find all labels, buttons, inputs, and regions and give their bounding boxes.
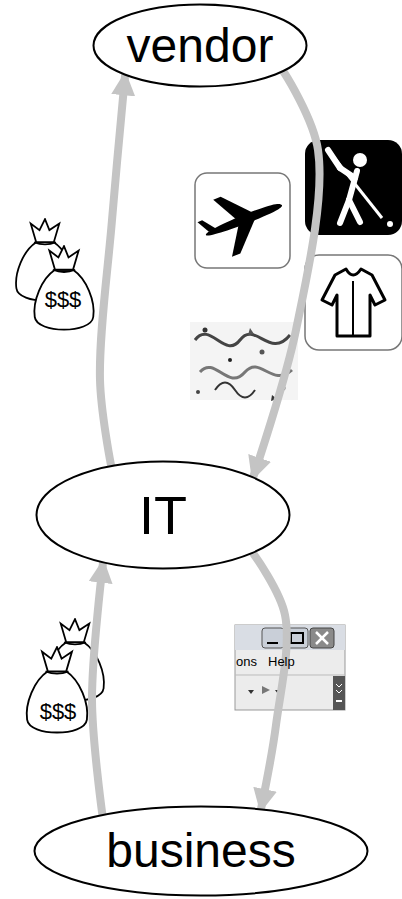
menu-label: Help (268, 655, 295, 668)
menu-label: ons (236, 655, 257, 668)
party-icon (196, 390, 200, 394)
money-bags (16, 219, 94, 330)
shirt-icon (305, 255, 402, 350)
flow-arrow (254, 72, 320, 476)
ellipse-shape (94, 5, 307, 87)
flow-arrow (100, 76, 125, 465)
airplane-icon (192, 173, 293, 268)
money-label: $$$ (45, 289, 82, 311)
golf-icon (349, 200, 360, 222)
party-icon (203, 328, 208, 333)
golf-icon (387, 221, 393, 227)
window-icon (310, 628, 334, 648)
shirt-icon (352, 281, 354, 336)
golf-icon (353, 153, 367, 167)
golf-icon (328, 150, 382, 218)
airplane-icon (195, 173, 290, 268)
party-icon (248, 328, 254, 335)
window-icon (235, 675, 345, 676)
window-icon (262, 686, 270, 694)
window-icon (248, 690, 254, 694)
window-icon (267, 642, 278, 644)
money-bags (27, 647, 88, 732)
money-label: $$$ (40, 701, 77, 723)
ellipse-shape (37, 462, 290, 569)
party-icon (215, 383, 255, 398)
party-icon (195, 334, 290, 346)
shirt-icon (305, 255, 402, 350)
ellipse-node: vendor (92, 3, 308, 88)
ellipse-shape (35, 807, 368, 896)
node-label: vendor (127, 22, 274, 70)
window-icon (336, 700, 342, 702)
party-icon (228, 358, 232, 362)
window-icon (291, 633, 303, 643)
node-label: IT (139, 488, 187, 542)
flow-arrow (92, 564, 103, 814)
money-bags (34, 246, 93, 330)
window-icon (336, 684, 342, 693)
party-icon (200, 367, 292, 378)
party-icon (260, 350, 265, 355)
airplane-icon (222, 218, 265, 257)
flow-arrow (254, 554, 287, 808)
airplane-icon (192, 177, 293, 264)
shirt-icon (322, 269, 385, 336)
window-icon (333, 676, 345, 710)
ellipse-node: business (33, 805, 369, 897)
window-icon (316, 632, 328, 644)
node-label: business (106, 827, 295, 875)
ellipse-node: IT (35, 460, 291, 570)
window-icon (262, 628, 284, 648)
window-icon (316, 632, 328, 644)
airplane-icon (213, 188, 253, 225)
airplane-icon (198, 217, 217, 235)
